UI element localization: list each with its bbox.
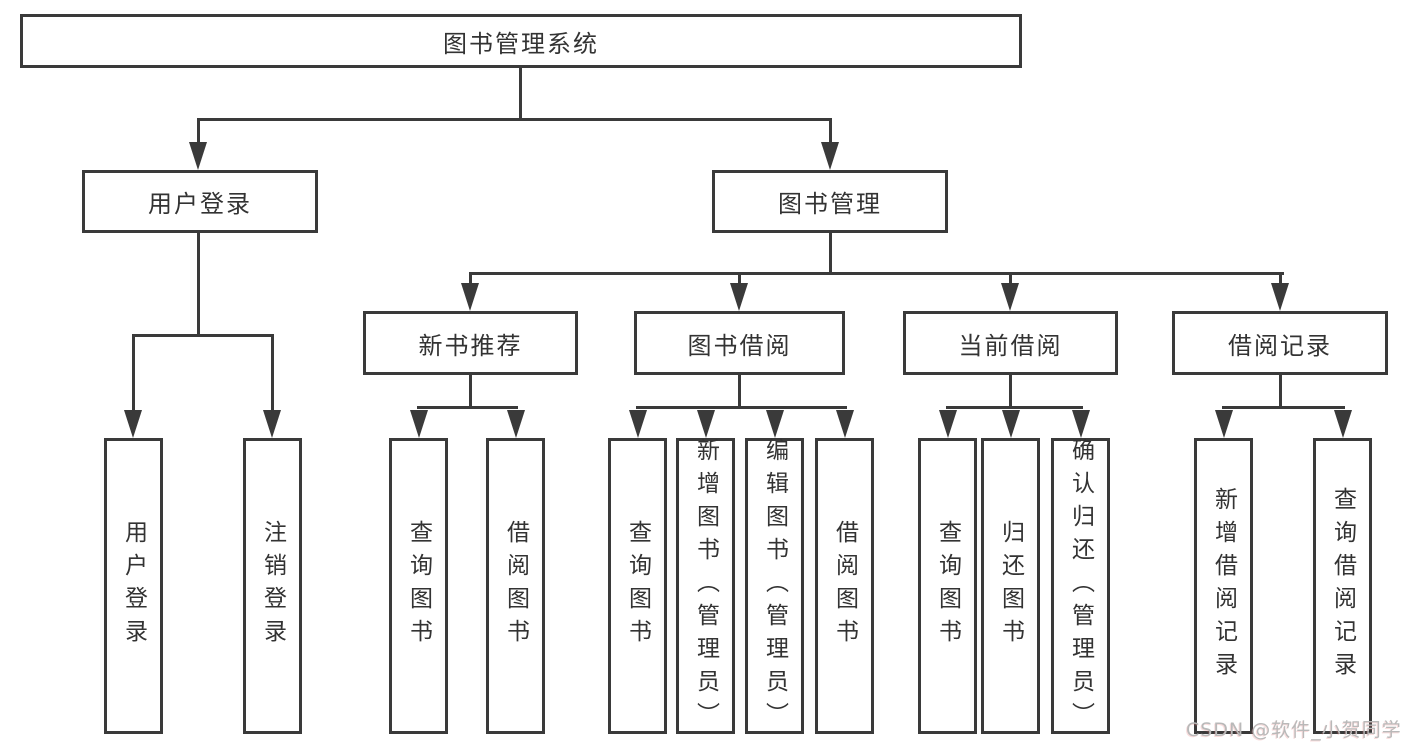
leaf-borrow-borrow-books: 借阅图书	[815, 438, 874, 734]
leaf-recommend-borrow-books: 借阅图书	[486, 438, 545, 734]
node-user-login: 用户登录	[82, 170, 318, 233]
node-root: 图书管理系统	[20, 14, 1022, 68]
leaf-borrow-edit-books-admin: 编辑图书（管理员）	[745, 437, 804, 735]
arrow-down-icon	[821, 142, 839, 170]
arrow-down-icon	[836, 410, 854, 438]
connector-bookmgmt-stub	[829, 233, 832, 275]
leaf-label: 借阅图书	[831, 520, 858, 652]
leaf-label: 新增图书（管理员）	[692, 437, 719, 735]
watermark-text: CSDN @软件_小贺同学	[1186, 719, 1402, 741]
leaf-label: 用户登录	[120, 520, 147, 652]
node-label: 图书借阅	[687, 331, 792, 360]
connector-drop-level3	[1009, 272, 1012, 286]
connector-drop-leaf	[271, 334, 274, 414]
arrow-down-icon	[629, 410, 647, 438]
leaf-borrow-add-books-admin: 新增图书（管理员）	[676, 437, 735, 735]
leaf-label: 确认归还（管理员）	[1067, 437, 1094, 735]
connector-drop-user-login	[197, 118, 200, 146]
leaf-label: 借阅图书	[502, 520, 529, 652]
connector-userlogin-rail	[132, 334, 274, 337]
connector-drop-book-management	[829, 118, 832, 146]
leaf-recommend-query-books: 查询图书	[389, 438, 448, 734]
arrow-down-icon	[507, 410, 525, 438]
connector-recommend-rail	[417, 406, 518, 409]
leaf-borrow-query-books: 查询图书	[608, 438, 667, 734]
connector-drop-level3	[1279, 272, 1282, 286]
leaf-current-query-books: 查询图书	[918, 438, 977, 734]
node-label: 当前借阅	[958, 331, 1063, 360]
arrow-down-icon	[1072, 410, 1090, 438]
leaf-label: 归还图书	[997, 520, 1024, 652]
node-book-management: 图书管理	[712, 170, 948, 233]
arrow-down-icon	[263, 410, 281, 438]
connector-level2-rail	[197, 118, 832, 121]
connector-records-stub	[1279, 375, 1282, 409]
leaf-records-query-record: 查询借阅记录	[1313, 438, 1372, 734]
arrow-down-icon	[410, 410, 428, 438]
node-book-borrow: 图书借阅	[634, 311, 845, 375]
arrow-down-icon	[189, 142, 207, 170]
connector-level3-rail	[469, 272, 1284, 275]
leaf-label: 查询借阅记录	[1329, 487, 1356, 685]
leaf-label: 编辑图书（管理员）	[761, 437, 788, 735]
node-label: 用户登录	[148, 190, 252, 218]
leaf-current-confirm-return-admin: 确认归还（管理员）	[1051, 437, 1110, 735]
arrow-down-icon	[461, 283, 479, 311]
arrow-down-icon	[939, 410, 957, 438]
node-current-borrow: 当前借阅	[903, 311, 1118, 375]
leaf-label: 查询图书	[405, 520, 432, 652]
leaf-label: 查询图书	[624, 520, 651, 652]
node-new-book-recommend: 新书推荐	[363, 311, 578, 375]
connector-borrow-rail	[636, 406, 847, 409]
node-label: 借阅记录	[1228, 331, 1332, 360]
leaf-label: 注销登录	[259, 520, 286, 652]
leaf-label: 查询图书	[934, 520, 961, 652]
node-root-label: 图书管理系统	[443, 29, 599, 58]
connector-drop-level3	[738, 272, 741, 286]
arrow-down-icon	[730, 283, 748, 311]
leaf-records-add-record: 新增借阅记录	[1194, 438, 1253, 734]
node-borrow-records: 借阅记录	[1172, 311, 1388, 375]
connector-drop-level3	[469, 272, 472, 286]
arrow-down-icon	[1334, 410, 1352, 438]
connector-current-stub	[1009, 375, 1012, 409]
connector-recommend-stub	[469, 375, 472, 409]
leaf-current-return-books: 归还图书	[981, 438, 1040, 734]
node-label: 图书管理	[778, 190, 882, 218]
arrow-down-icon	[697, 410, 715, 438]
connector-userlogin-stub	[197, 233, 200, 337]
connector-current-rail	[946, 406, 1083, 409]
arrow-down-icon	[1215, 410, 1233, 438]
leaf-user-login: 用户登录	[104, 438, 163, 734]
node-label: 新书推荐	[418, 331, 523, 360]
arrow-down-icon	[1001, 283, 1019, 311]
leaf-logout: 注销登录	[243, 438, 302, 734]
connector-records-rail	[1222, 406, 1345, 409]
arrow-down-icon	[1002, 410, 1020, 438]
connector-borrow-stub	[738, 375, 741, 409]
connector-root-stub	[519, 68, 522, 121]
leaf-label: 新增借阅记录	[1210, 487, 1237, 685]
arrow-down-icon	[124, 410, 142, 438]
connector-drop-leaf	[132, 334, 135, 414]
arrow-down-icon	[766, 410, 784, 438]
arrow-down-icon	[1271, 283, 1289, 311]
